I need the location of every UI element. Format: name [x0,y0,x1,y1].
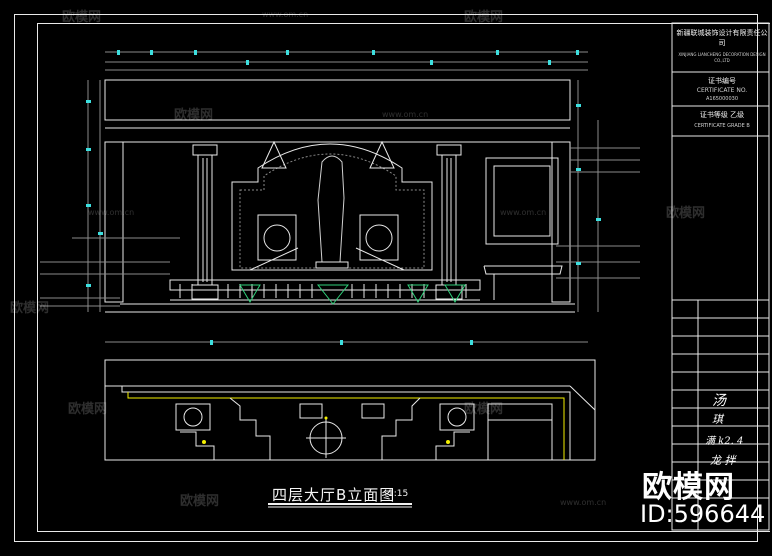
certificate-number: A165000030 [705,96,739,102]
logo-watermark: 欧模网 [642,470,735,505]
id-watermark: ID:596644 [640,500,766,528]
drawing-scale: 1:15 [388,489,409,499]
watermark-brand: 欧模网 [68,402,108,417]
certificate-label-en: CERTIFICATE NO. [696,87,748,94]
signature-4: 龙 拌 [710,454,736,467]
watermark-brand: 欧模网 [62,10,102,25]
company-name-en: XINJIANG LIANCHENG DECORATION DESIGN CO.… [678,52,766,63]
watermark-url: www.om.cn [88,208,135,217]
watermark-url: www.om.cn [262,10,309,19]
watermark-brand: 欧模网 [464,402,504,417]
certificate-grade-cn: 证书等级 乙级 [699,111,745,119]
sheet-inner-border [37,23,770,532]
signature-2: 琪 [712,413,723,426]
watermark-brand: 欧模网 [666,206,706,221]
watermark-brand: 欧模网 [174,108,214,123]
sheet-outer-border [14,14,758,542]
certificate-grade-en: CERTIFICATE GRADE B [694,123,750,129]
signature-1: 汤 [712,393,726,409]
drawing-title: 四层大厅B立面图 [272,486,396,504]
certificate-label-cn: 证书编号 [708,77,736,85]
signature-3: 满 k2. 4 [705,436,744,447]
watermark-url: www.om.cn [382,110,429,119]
watermark-brand: 欧模网 [10,301,50,316]
watermark-url: www.om.cn [500,208,547,217]
watermark-url: www.om.cn [560,498,607,507]
company-name-cn: 新疆联城装饰设计有限责任公司 [676,29,768,47]
watermark-brand: 欧模网 [180,494,220,509]
watermark-brand: 欧模网 [464,10,504,25]
